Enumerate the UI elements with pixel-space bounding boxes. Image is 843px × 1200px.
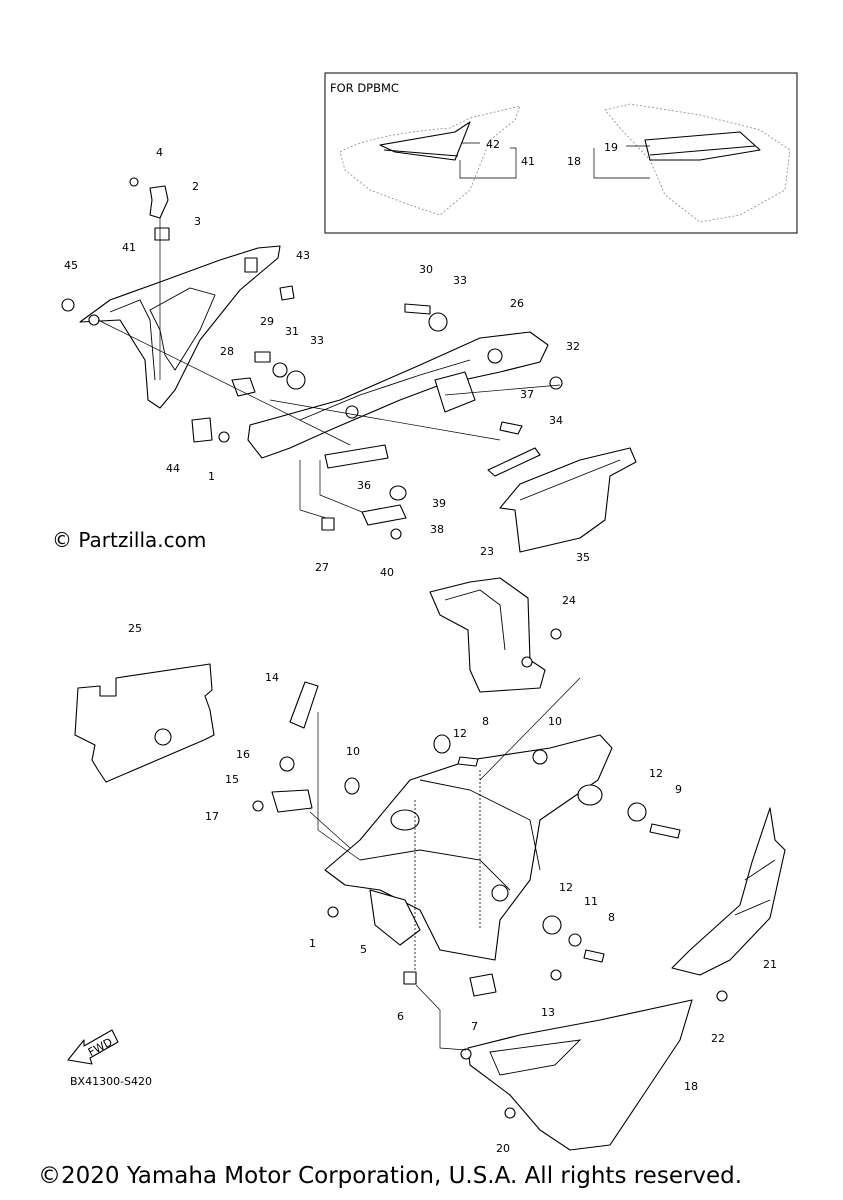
- callout-10: 10: [346, 745, 360, 758]
- screw-17: [252, 800, 264, 812]
- fwd-label: FWD: [86, 1035, 115, 1059]
- callout-40: 40: [380, 566, 394, 579]
- bracket-15: [271, 789, 313, 813]
- diagram-code: BX41300-S420: [70, 1075, 153, 1088]
- callout-28: 28: [220, 345, 234, 358]
- bracket-2: [129, 177, 170, 380]
- main-hardware: [327, 734, 681, 997]
- callout-12: 12: [559, 881, 573, 894]
- inset-callout-19: 19: [604, 141, 618, 154]
- upper-hardware: [231, 303, 563, 435]
- side-cover-21: [671, 807, 786, 976]
- callout-32: 32: [566, 340, 580, 353]
- screw-20: [504, 1107, 516, 1119]
- callout-29: 29: [260, 315, 274, 328]
- side-cover-41: [79, 245, 281, 409]
- callout-43: 43: [296, 249, 310, 262]
- callout-18: 18: [684, 1080, 698, 1093]
- callout-1: 1: [208, 470, 215, 483]
- inset-panel: FOR DPBMC: [324, 72, 798, 234]
- watermark: © Partzilla.com: [52, 528, 207, 552]
- callout-13: 13: [541, 1006, 555, 1019]
- grommet-16: [279, 756, 295, 772]
- callout-4: 4: [156, 146, 163, 159]
- fwd-arrow-icon: FWD: [67, 1029, 119, 1065]
- screw-22: [716, 990, 728, 1002]
- callout-41: 41: [122, 241, 136, 254]
- callout-12: 12: [649, 767, 663, 780]
- screw-1-upper: [218, 431, 230, 443]
- bracket-23: [429, 577, 546, 693]
- callout-8: 8: [608, 911, 615, 924]
- callout-21: 21: [763, 958, 777, 971]
- copyright-notice: ©2020 Yamaha Motor Corporation, U.S.A. A…: [38, 1163, 743, 1189]
- inset-title: FOR DPBMC: [330, 81, 399, 95]
- bracket-38: [361, 504, 407, 526]
- callout-27: 27: [315, 561, 329, 574]
- callout-26: 26: [510, 297, 524, 310]
- callout-8: 8: [482, 715, 489, 728]
- callout-22: 22: [711, 1032, 725, 1045]
- nut-24: [550, 628, 562, 640]
- side-panel-5: [324, 734, 613, 970]
- callout-23: 23: [480, 545, 494, 558]
- side-cover-35: [499, 447, 637, 553]
- callout-3: 3: [194, 215, 201, 228]
- side-cover-18: [460, 999, 693, 1151]
- callout-44: 44: [166, 462, 180, 475]
- plate-44: [191, 417, 213, 443]
- callout-12: 12: [453, 727, 467, 740]
- callout-11: 11: [584, 895, 598, 908]
- callout-6: 6: [397, 1010, 404, 1023]
- callout-30: 30: [419, 263, 433, 276]
- callout-31: 31: [285, 325, 299, 338]
- callout-36: 36: [357, 479, 371, 492]
- strip-36: [324, 444, 389, 469]
- callout-14: 14: [265, 671, 279, 684]
- callout-25: 25: [128, 622, 142, 635]
- callout-39: 39: [432, 497, 446, 510]
- callout-16: 16: [236, 748, 250, 761]
- callout-9: 9: [675, 783, 682, 796]
- nut-27: [321, 517, 335, 531]
- callout-24: 24: [562, 594, 576, 607]
- callout-33: 33: [453, 274, 467, 287]
- callout-20: 20: [496, 1142, 510, 1155]
- bolt-40: [390, 528, 402, 540]
- strip-14: [289, 681, 319, 729]
- screw-45: [61, 298, 75, 312]
- clip-43: [279, 285, 295, 301]
- callout-layer: 4 2 3 41 45 43 30 33 26 29 31 33 32 28 3…: [64, 138, 777, 1155]
- pad-25: [74, 663, 215, 783]
- callout-15: 15: [225, 773, 239, 786]
- callout-38: 38: [430, 523, 444, 536]
- inset-callout-41: 41: [521, 155, 535, 168]
- callout-35: 35: [576, 551, 590, 564]
- grommet-39: [389, 485, 407, 501]
- rubber-34: [487, 447, 541, 477]
- callout-7: 7: [471, 1020, 478, 1033]
- callout-37: 37: [520, 388, 534, 401]
- callout-1: 1: [309, 937, 316, 950]
- callout-33: 33: [310, 334, 324, 347]
- callout-34: 34: [549, 414, 563, 427]
- frame-cover-26: [247, 331, 549, 459]
- inset-callout-42: 42: [486, 138, 500, 151]
- callout-17: 17: [205, 810, 219, 823]
- callout-5: 5: [360, 943, 367, 956]
- callout-45: 45: [64, 259, 78, 272]
- callout-2: 2: [192, 180, 199, 193]
- inset-callout-18: 18: [567, 155, 581, 168]
- callout-10: 10: [548, 715, 562, 728]
